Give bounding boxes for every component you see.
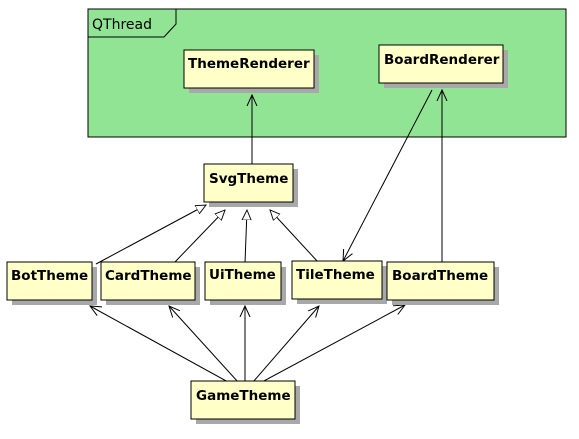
class-bot-theme[interactable]: BotTheme xyxy=(6,261,97,305)
svg-text:BotTheme: BotTheme xyxy=(11,268,88,284)
inherit-bottheme-svgtheme xyxy=(95,205,206,265)
package-label: QThread xyxy=(92,17,152,33)
assoc-gametheme-to-bottheme xyxy=(90,306,229,383)
svg-text:ThemeRenderer: ThemeRenderer xyxy=(188,56,310,72)
assoc-gametheme-to-cardtheme xyxy=(169,306,239,383)
class-svg-theme[interactable]: SvgTheme xyxy=(203,163,298,207)
package-qthread: QThread xyxy=(87,8,567,138)
class-theme-renderer[interactable]: ThemeRenderer xyxy=(183,49,319,93)
class-game-theme[interactable]: GameTheme xyxy=(190,380,300,424)
class-card-theme[interactable]: CardTheme xyxy=(100,261,200,305)
svg-text:SvgTheme: SvgTheme xyxy=(209,171,288,187)
svg-text:TileTheme: TileTheme xyxy=(296,267,375,283)
class-board-theme[interactable]: BoardTheme xyxy=(386,261,499,305)
package-label-tab xyxy=(87,8,177,38)
class-ui-theme[interactable]: UiTheme xyxy=(204,261,286,305)
svg-text:BoardTheme: BoardTheme xyxy=(392,268,488,284)
connectors xyxy=(90,89,442,383)
assoc-gametheme-to-tiletheme xyxy=(252,306,319,383)
class-board-renderer[interactable]: BoardRenderer xyxy=(378,44,508,88)
svg-text:CardTheme: CardTheme xyxy=(105,268,192,284)
inherit-cardtheme-svgtheme xyxy=(173,210,225,264)
assoc-gametheme-to-boardtheme xyxy=(261,305,405,383)
inherit-uitheme-svgtheme xyxy=(245,210,247,264)
svg-text:BoardRenderer: BoardRenderer xyxy=(384,52,500,68)
class-tile-theme[interactable]: TileTheme xyxy=(291,260,387,304)
assoc-boardrenderer-to-tiletheme xyxy=(343,89,433,261)
package-frame xyxy=(87,8,567,138)
svg-text:UiTheme: UiTheme xyxy=(209,267,276,283)
inherit-tiletheme-svgtheme xyxy=(270,210,319,263)
svg-text:GameTheme: GameTheme xyxy=(196,388,291,404)
